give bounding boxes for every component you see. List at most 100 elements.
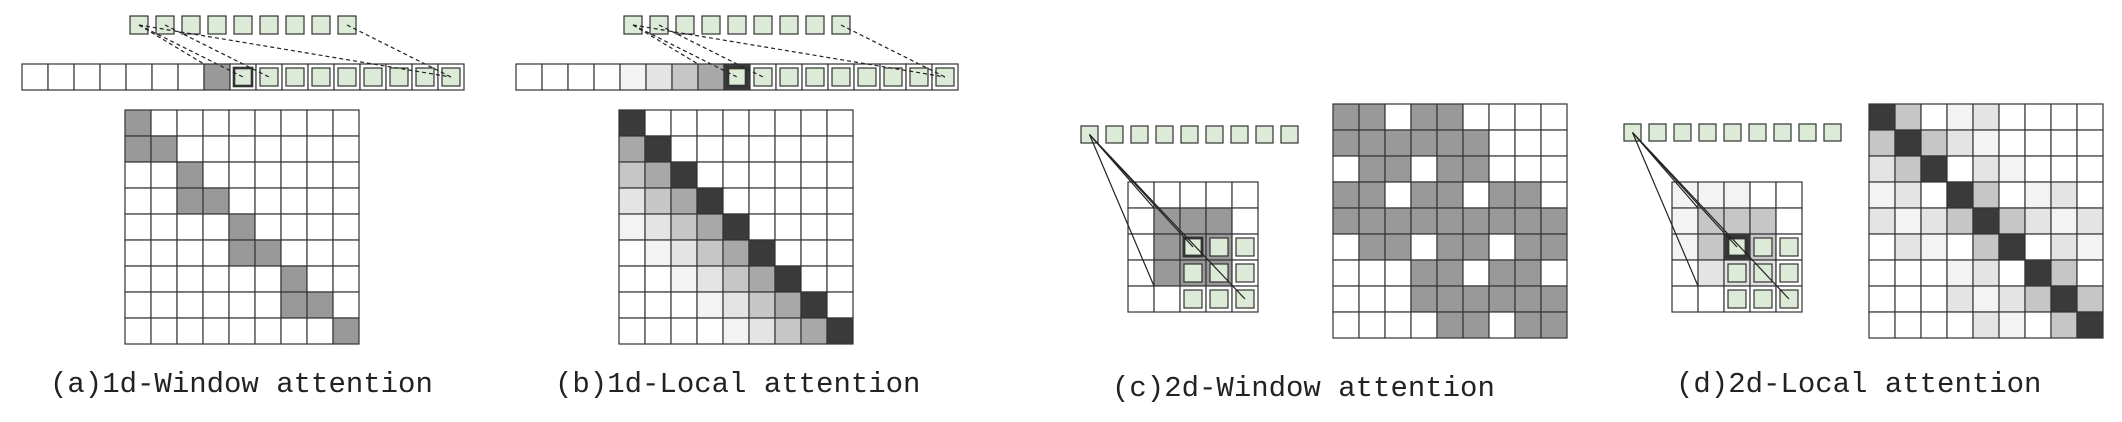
window-1d-matrix-cell [332,265,360,293]
window-2d-matrix-cell [1410,129,1438,157]
window-1d-matrix-cell [176,135,204,163]
local-2d-query-token [1748,123,1767,142]
local-1d-matrix-cell [696,239,724,267]
local-1d-seq-token [753,67,773,87]
local-2d-matrix-cell [1998,181,2026,209]
window-2d-matrix-cell [1436,181,1464,209]
window-2d-matrix-cell [1332,103,1360,131]
window-2d-matrix-cell [1384,155,1412,183]
window-2d-matrix-cell [1488,155,1516,183]
window-2d-matrix-cell [1384,181,1412,209]
window-1d-matrix-cell [280,239,308,267]
local-1d-matrix-cell [800,317,828,345]
local-2d-matrix-cell [1868,311,1896,339]
local-2d-matrix-cell [1920,181,1948,209]
local-2d-matrix-cell [1998,207,2026,235]
local-2d-matrix-cell [1946,233,1974,261]
local-2d-proj-line [1631,132,1699,287]
window-1d-matrix-cell [306,161,334,189]
window-1d-matrix-cell [228,239,256,267]
window-2d-matrix-cell [1384,129,1412,157]
window-2d-grid-cell [1205,207,1233,235]
local-2d-matrix-cell [2024,155,2052,183]
local-2d-matrix-cell [1894,103,1922,131]
local-1d-matrix-cell [826,317,854,345]
window-1d-seq-cell [151,63,179,91]
window-2d-matrix-cell [1540,155,1568,183]
window-1d-matrix-cell [150,187,178,215]
window-2d-matrix-cell [1514,285,1542,313]
local-1d-matrix-cell [800,265,828,293]
local-1d-matrix-cell [722,239,750,267]
window-2d-grid-cell [1153,233,1181,261]
local-1d-query-token [727,15,747,35]
window-2d-matrix-cell [1410,103,1438,131]
local-2d-matrix-cell [1894,311,1922,339]
local-2d-matrix-cell [1998,129,2026,157]
window-1d-seq-cell [99,63,127,91]
local-1d-matrix-cell [722,135,750,163]
local-1d-matrix-cell [644,291,672,319]
local-2d-matrix-cell [2076,259,2104,287]
local-2d-matrix-cell [1868,129,1896,157]
window-1d-matrix-cell [306,187,334,215]
window-2d-matrix-cell [1462,207,1490,235]
local-1d-matrix-cell [826,265,854,293]
local-2d-matrix-cell [1946,181,1974,209]
window-1d-matrix-cell [228,265,256,293]
window-2d-query-token [1180,125,1199,144]
window-1d-matrix-cell [176,239,204,267]
window-2d-matrix-cell [1514,311,1542,339]
window-2d-matrix-cell [1514,103,1542,131]
window-1d-matrix-cell [150,317,178,345]
local-1d-matrix-cell [618,265,646,293]
window-2d-matrix-cell [1358,259,1386,287]
window-1d-matrix-cell [150,265,178,293]
local-2d-matrix-cell [2076,207,2104,235]
window-2d-matrix-cell [1384,233,1412,261]
local-2d-matrix-cell [1894,207,1922,235]
window-1d-seq-token [232,66,254,88]
window-1d-matrix-cell [176,187,204,215]
window-2d-grid-token [1209,237,1229,257]
window-1d-matrix-cell [202,135,230,163]
window-1d-matrix-cell [228,291,256,319]
window-1d-matrix-cell [254,239,282,267]
window-1d-matrix-cell [280,187,308,215]
window-2d-matrix-cell [1488,233,1516,261]
window-2d-matrix-cell [1410,311,1438,339]
local-1d-matrix-cell [722,317,750,345]
window-2d-matrix-cell [1332,259,1360,287]
local-1d-matrix-cell [644,265,672,293]
local-2d-grid-token [1753,263,1773,283]
window-2d-query-token [1280,125,1299,144]
window-1d-matrix-cell [280,135,308,163]
window-1d-matrix-cell [202,317,230,345]
local-2d-matrix-cell [1972,155,2000,183]
local-2d-matrix-cell [1998,155,2026,183]
window-1d-seq-token [415,67,435,87]
local-1d-seq-token [805,67,825,87]
local-1d-matrix-cell [722,109,750,137]
local-2d-matrix-cell [2050,285,2078,313]
window-2d-grid-cell [1179,207,1207,235]
window-1d-matrix-cell [254,291,282,319]
local-2d-matrix-cell [2050,311,2078,339]
window-1d-matrix-cell [176,213,204,241]
local-1d-matrix-cell [748,239,776,267]
window-2d-matrix-cell [1462,129,1490,157]
window-2d-matrix-cell [1436,285,1464,313]
local-2d-matrix-cell [2050,181,2078,209]
window-1d-matrix-cell [306,265,334,293]
window-2d-grid-token [1209,289,1229,309]
local-1d-query-token [675,15,695,35]
local-1d-matrix-cell [800,291,828,319]
local-1d-matrix-cell [696,187,724,215]
window-1d-proj-line [138,24,244,78]
window-2d-grid-token [1235,237,1255,257]
local-2d-matrix-cell [2024,181,2052,209]
local-2d-grid-token [1727,289,1747,309]
local-1d-matrix-cell [696,213,724,241]
window-1d-matrix-cell [254,187,282,215]
